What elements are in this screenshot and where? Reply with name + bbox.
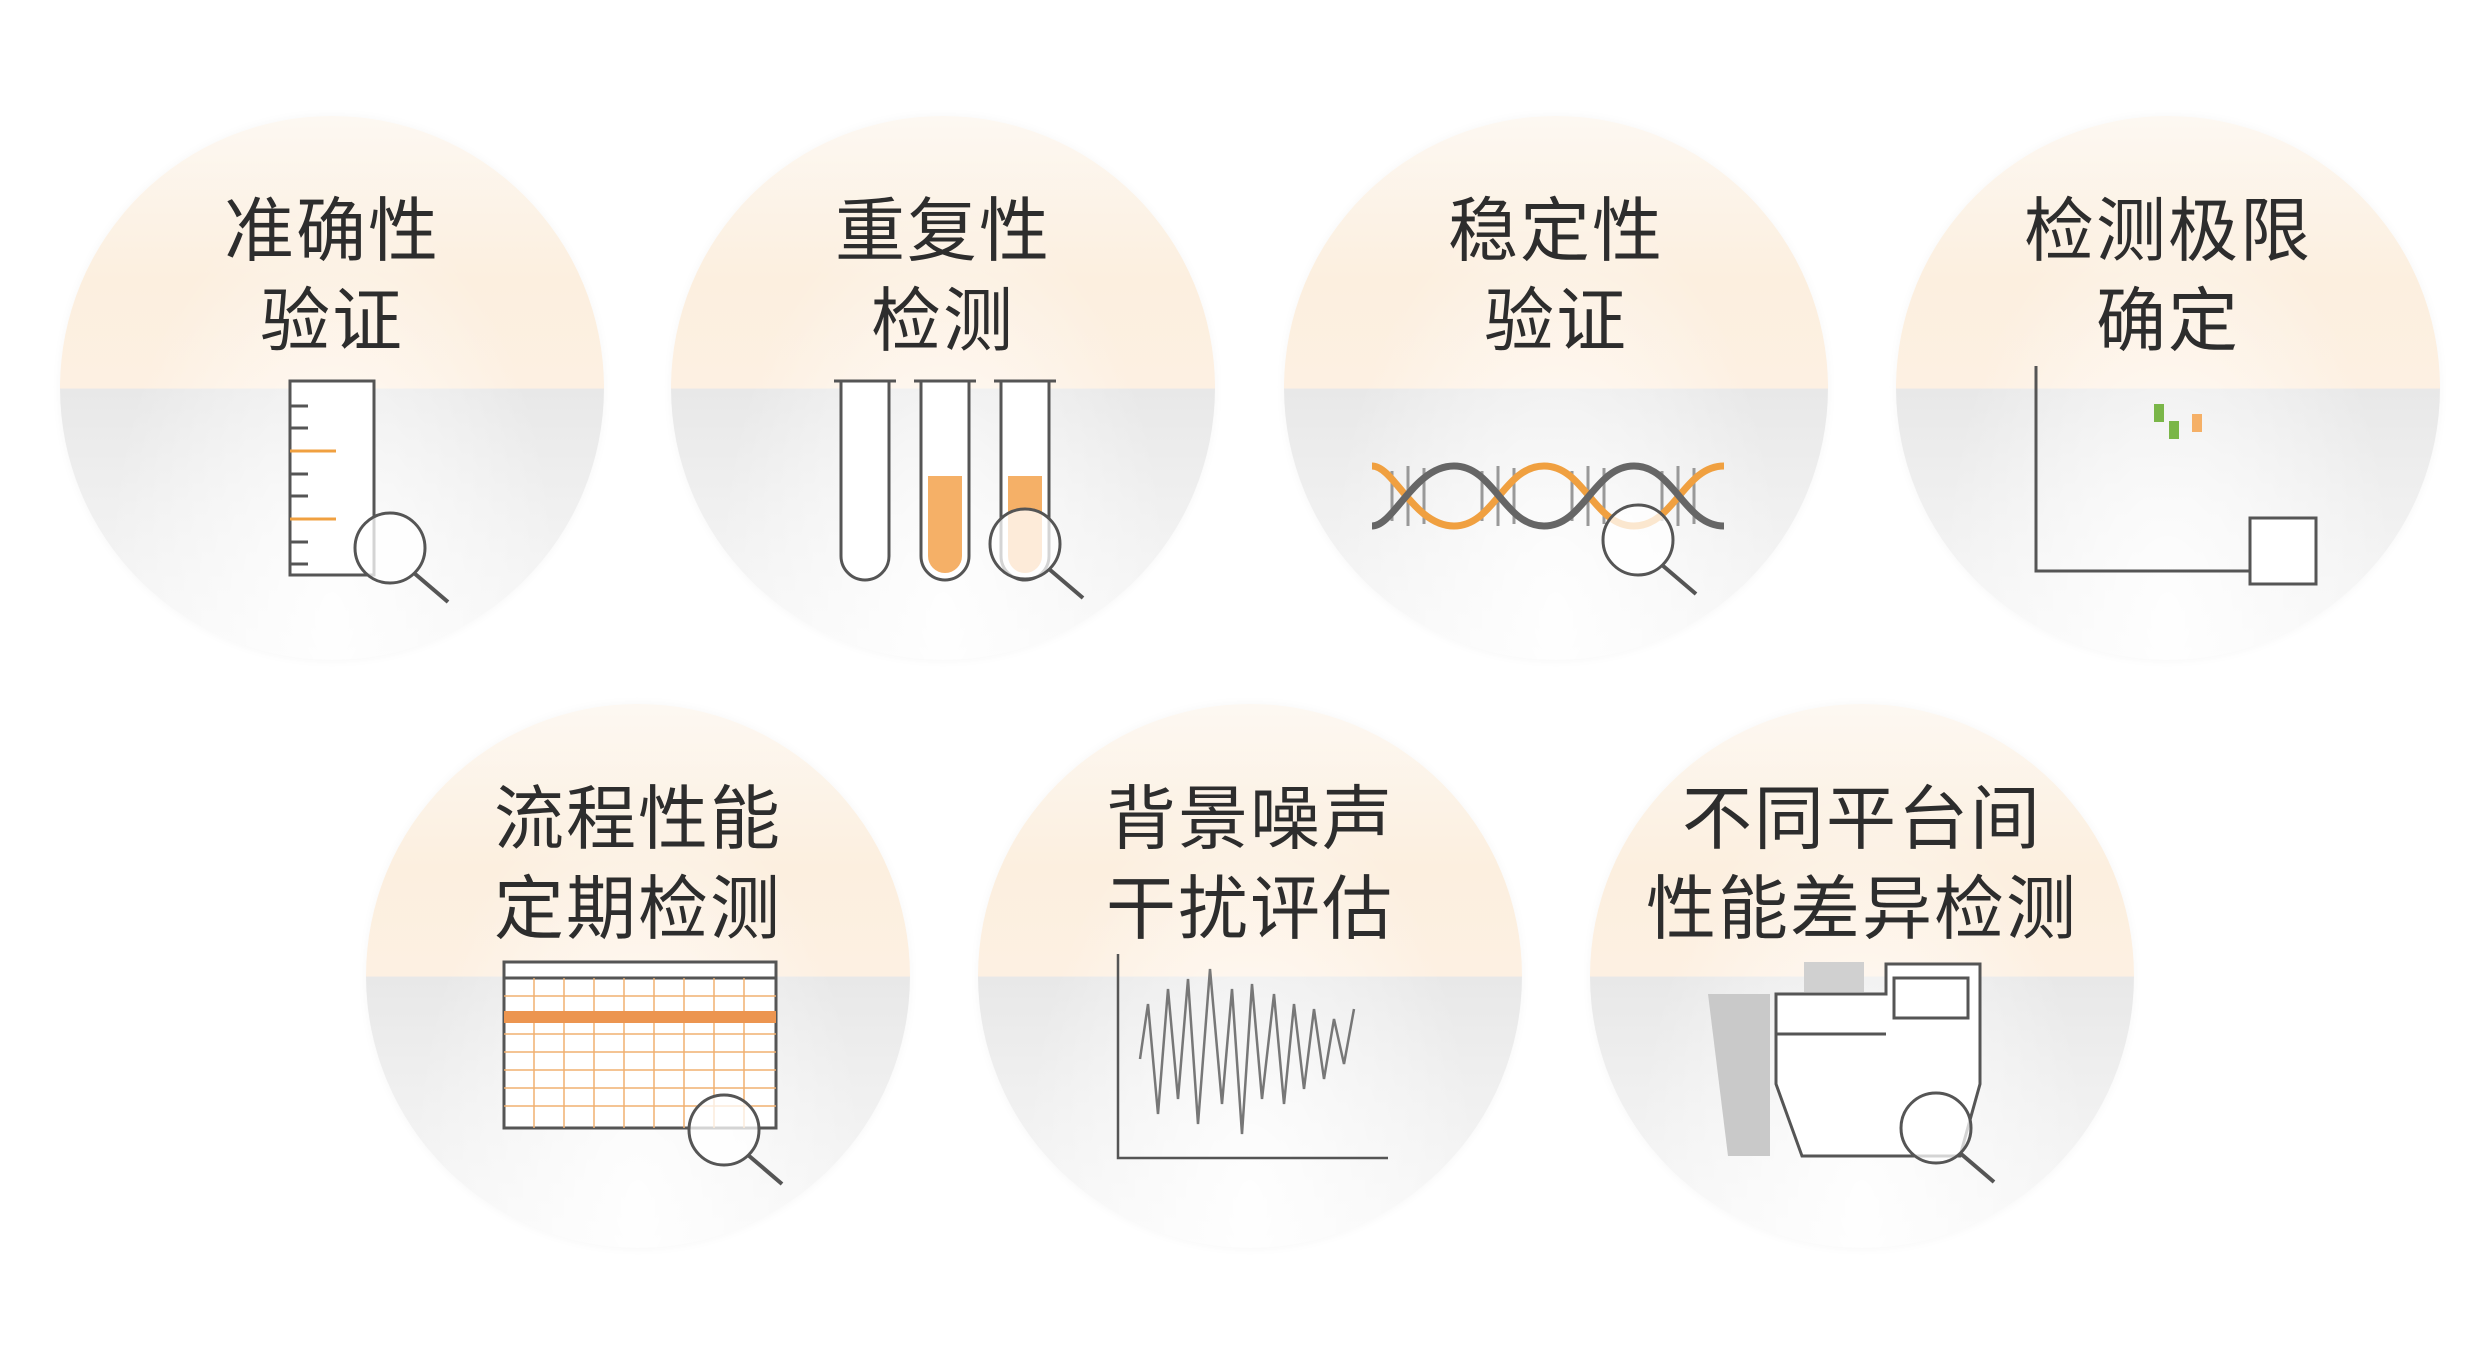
item-background-noise: 背景噪声干扰评估 — [978, 704, 1522, 1248]
item-detection-limit: 检测极限确定 — [1896, 116, 2440, 660]
item-title: 检测极限确定 — [2024, 190, 2312, 362]
item-cross-platform: 不同平台间性能差异检测 — [1590, 704, 2134, 1248]
item-title: 流程性能定期检测 — [494, 778, 782, 950]
item-process-performance: 流程性能定期检测 — [366, 704, 910, 1248]
instrument-machine-icon — [1708, 962, 1996, 1184]
test-tubes-icon — [834, 379, 1085, 600]
graduated-cylinder-icon — [288, 379, 450, 604]
noise-signal-icon — [1116, 954, 1388, 1160]
magnifier-icon — [687, 1093, 784, 1186]
magnifier-icon — [353, 511, 450, 604]
item-title: 背景噪声干扰评估 — [1106, 778, 1394, 950]
magnifier-icon — [988, 507, 1085, 600]
scatter-axis-icon — [2034, 366, 2318, 586]
item-title: 不同平台间性能差异检测 — [1646, 778, 2078, 950]
dna-helix-icon — [1371, 462, 1725, 596]
item-stability-validation: 稳定性验证 — [1284, 116, 1828, 660]
magnifier-icon — [1899, 1091, 1996, 1184]
item-repeatability-test: 重复性检测 — [671, 116, 1215, 660]
magnifier-icon — [1601, 503, 1698, 596]
item-title: 重复性检测 — [835, 190, 1051, 362]
item-title: 准确性验证 — [224, 190, 440, 362]
schedule-grid-icon — [502, 960, 784, 1186]
item-title: 稳定性验证 — [1448, 190, 1664, 362]
item-accuracy-validation: 准确性验证 — [60, 116, 604, 660]
